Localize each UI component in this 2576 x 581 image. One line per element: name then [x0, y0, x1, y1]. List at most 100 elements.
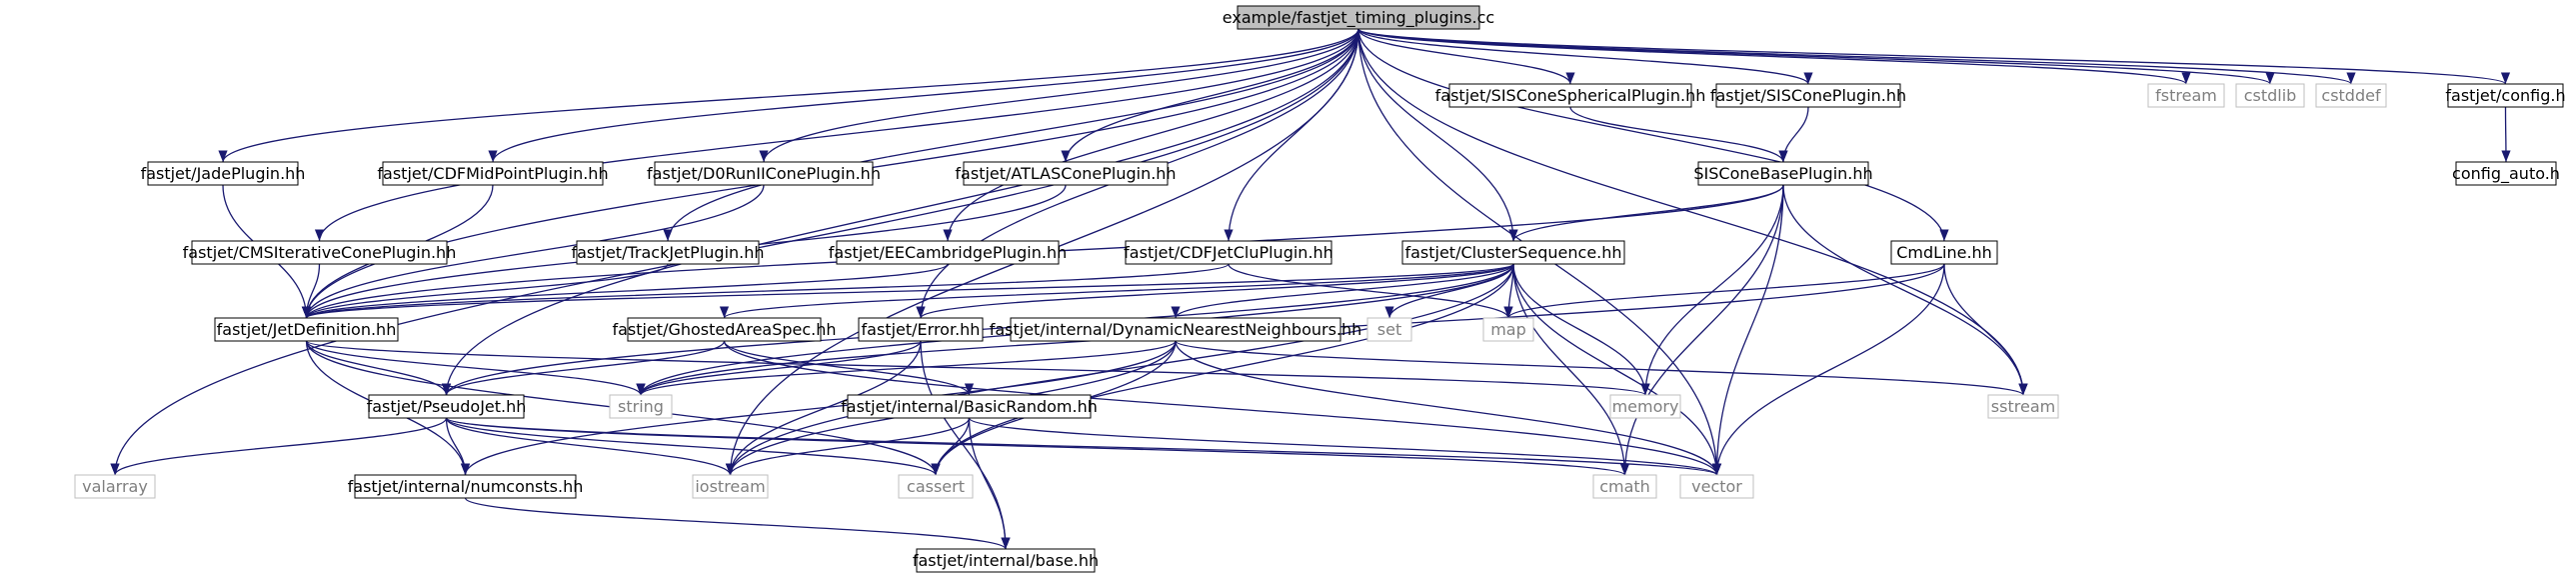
node-box-basicrandom	[847, 394, 1092, 419]
node-label-numconsts: fastjet/internal/numconsts.hh	[348, 477, 584, 496]
node-label-cmdline: CmdLine.hh	[1896, 243, 1992, 262]
node-box-cdfjetclu	[1125, 240, 1332, 265]
node-box-cstdlib	[2235, 83, 2305, 108]
node-label-atlas: fastjet/ATLASConePlugin.hh	[955, 164, 1176, 183]
edge-root-to-cstdlib	[1357, 28, 2275, 85]
edge-root-to-trackjet	[663, 28, 1359, 242]
edge-sisbase-to-cmath	[1619, 184, 1784, 476]
node-jade[interactable]: fastjet/JadePlugin.hh	[141, 161, 306, 186]
node-box-string	[609, 394, 673, 419]
edge-cmdline-to-map	[1503, 263, 1945, 319]
node-label-map: map	[1490, 320, 1526, 339]
node-map: map	[1482, 317, 1534, 342]
node-label-cstdlib: cstdlib	[2244, 86, 2297, 105]
edge-cmdline-to-vector	[1711, 263, 1945, 476]
node-sisbase[interactable]: SISConeBasePlugin.hh	[1693, 161, 1873, 186]
node-label-fstream: fstream	[2155, 86, 2217, 105]
edge-config-to-configauto	[2501, 106, 2511, 163]
node-memory: memory	[1609, 394, 1681, 419]
node-iostream: iostream	[692, 474, 769, 499]
node-config[interactable]: fastjet/config.h	[2445, 83, 2566, 108]
node-dnn[interactable]: fastjet/internal/DynamicNearestNeighbour…	[990, 317, 1362, 342]
node-box-eecam	[836, 240, 1060, 265]
node-box-fstream	[2147, 83, 2225, 108]
edge-pseudojet-to-numconsts	[445, 417, 471, 476]
node-base[interactable]: fastjet/internal/base.hh	[913, 548, 1099, 573]
edge-clusterseq-to-cassert	[931, 263, 1514, 476]
edge-sisbase-to-clusterseq	[1508, 184, 1784, 242]
node-label-pseudojet: fastjet/PseudoJet.hh	[367, 397, 527, 416]
node-siscsph[interactable]: fastjet/SISConeSphericalPlugin.hh	[1435, 83, 1706, 108]
node-label-root: example/fastjet_timing_plugins.cc	[1223, 8, 1494, 28]
edge-cdfjetclu-to-jetdef	[302, 263, 1230, 319]
edge-root-to-d0run	[759, 28, 1359, 163]
edge-pseudojet-to-valarray	[110, 417, 448, 476]
node-ghosted[interactable]: fastjet/GhostedAreaSpec.hh	[612, 317, 837, 342]
node-label-basicrandom: fastjet/internal/BasicRandom.hh	[841, 397, 1098, 416]
node-jetdef[interactable]: fastjet/JetDefinition.hh	[214, 317, 399, 342]
edge-root-to-cdfmid	[488, 28, 1359, 163]
node-label-string: string	[618, 397, 664, 416]
node-label-base: fastjet/internal/base.hh	[913, 551, 1099, 570]
node-box-jade	[147, 161, 299, 186]
node-label-siscsph: fastjet/SISConeSphericalPlugin.hh	[1435, 86, 1706, 105]
node-cmdline[interactable]: CmdLine.hh	[1890, 240, 1998, 265]
node-box-memory	[1609, 394, 1681, 419]
node-label-error: fastjet/Error.hh	[862, 320, 981, 339]
node-eecam[interactable]: fastjet/EECambridgePlugin.hh	[829, 240, 1067, 265]
node-box-dnn	[1010, 317, 1341, 342]
node-vector: vector	[1679, 474, 1754, 499]
node-cms[interactable]: fastjet/CMSIterativeConePlugin.hh	[183, 240, 457, 265]
edge-jetdef-to-string	[305, 340, 646, 396]
edge-siscone-to-sisbase	[1778, 106, 1809, 163]
node-label-ghosted: fastjet/GhostedAreaSpec.hh	[612, 320, 836, 339]
edge-pseudojet-to-iostream	[445, 417, 736, 476]
node-error[interactable]: fastjet/Error.hh	[858, 317, 984, 342]
edge-d0run-to-jetdef	[301, 184, 765, 319]
edge-clusterseq-to-memory	[1512, 263, 1650, 396]
node-fstream: fstream	[2147, 83, 2225, 108]
node-cmath: cmath	[1592, 474, 1657, 499]
node-pseudojet[interactable]: fastjet/PseudoJet.hh	[367, 394, 527, 419]
node-numconsts[interactable]: fastjet/internal/numconsts.hh	[348, 474, 584, 499]
node-valarray: valarray	[74, 474, 156, 499]
node-trackjet[interactable]: fastjet/TrackJetPlugin.hh	[571, 240, 765, 265]
edge-clusterseq-to-error	[916, 263, 1514, 319]
node-box-iostream	[692, 474, 769, 499]
edge-root-to-fstream	[1357, 28, 2191, 85]
edge-pseudojet-to-cassert	[445, 417, 941, 476]
edge-root-to-clusterseq	[1357, 28, 1518, 242]
node-siscone[interactable]: fastjet/SISConePlugin.hh	[1710, 83, 1906, 108]
node-cdfmid[interactable]: fastjet/CDFMidPointPlugin.hh	[377, 161, 609, 186]
node-d0run[interactable]: fastjet/D0RunIIConePlugin.hh	[647, 161, 881, 186]
edge-root-to-cms	[314, 28, 1359, 242]
edge-dnn-to-string	[636, 340, 1177, 396]
node-root[interactable]: example/fastjet_timing_plugins.cc	[1223, 5, 1494, 30]
node-box-numconsts	[354, 474, 577, 499]
edge-sisbase-to-vector	[1711, 184, 1784, 476]
node-box-jetdef	[214, 317, 399, 342]
edge-ghosted-to-pseudojet	[441, 340, 726, 396]
node-clusterseq[interactable]: fastjet/ClusterSequence.hh	[1401, 240, 1625, 265]
node-label-sstream: sstream	[1991, 397, 2055, 416]
node-label-d0run: fastjet/D0RunIIConePlugin.hh	[647, 164, 881, 183]
node-cdfjetclu[interactable]: fastjet/CDFJetCluPlugin.hh	[1124, 240, 1333, 265]
node-label-cdfmid: fastjet/CDFMidPointPlugin.hh	[377, 164, 608, 183]
node-box-pseudojet	[368, 394, 525, 419]
node-label-cstddef: cstddef	[2321, 86, 2381, 105]
node-cstddef: cstddef	[2315, 83, 2387, 108]
edge-layer	[110, 28, 2511, 550]
edge-siscsph-to-sisbase	[1569, 106, 1788, 163]
node-box-sisbase	[1697, 161, 1869, 186]
node-label-jade: fastjet/JadePlugin.hh	[141, 164, 306, 183]
node-basicrandom[interactable]: fastjet/internal/BasicRandom.hh	[841, 394, 1098, 419]
node-cstdlib: cstdlib	[2235, 83, 2305, 108]
edge-dnn-to-numconsts	[460, 340, 1177, 476]
node-atlas[interactable]: fastjet/ATLASConePlugin.hh	[955, 161, 1177, 186]
node-configauto[interactable]: config_auto.h	[2452, 161, 2560, 186]
node-label-valarray: valarray	[82, 477, 148, 496]
node-box-config	[2447, 83, 2564, 108]
edge-root-to-config	[1357, 28, 2510, 85]
edge-ghosted-to-basicrandom	[723, 340, 975, 396]
node-box-siscone	[1715, 83, 1901, 108]
